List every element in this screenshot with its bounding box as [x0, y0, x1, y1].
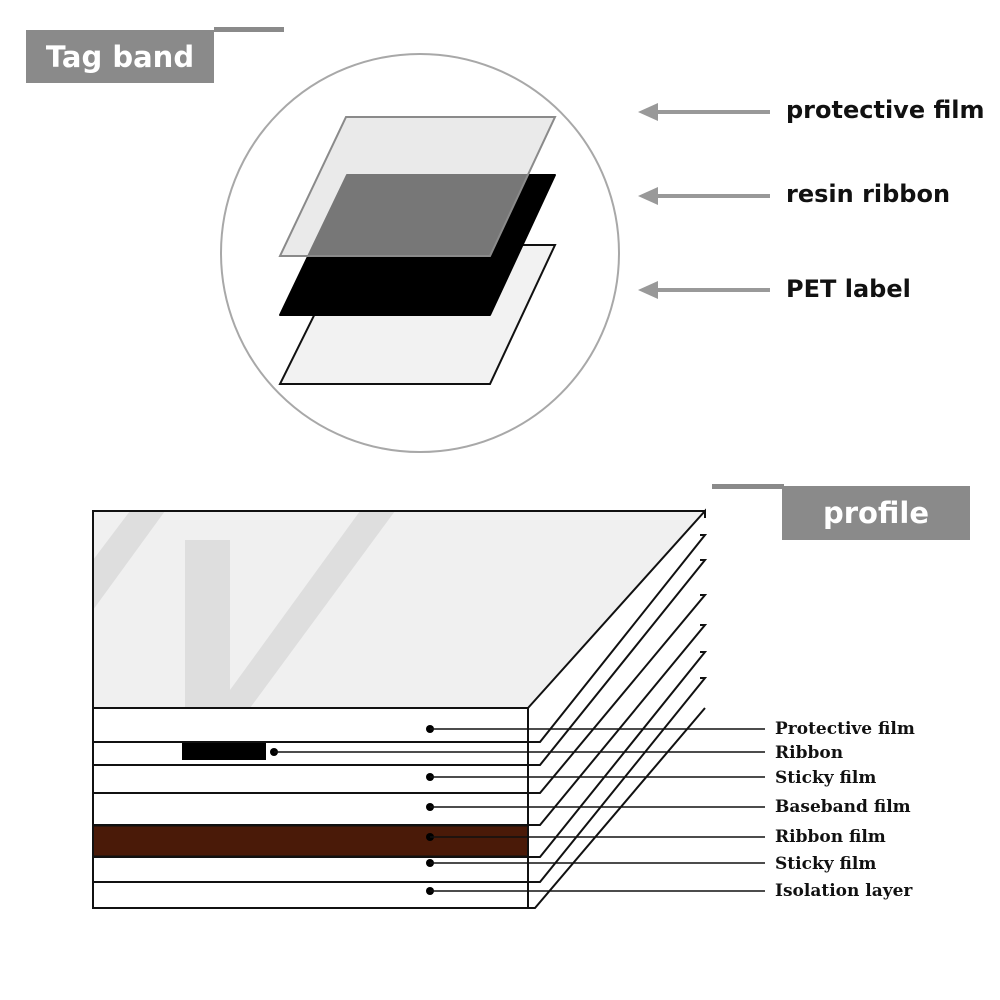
leader-isolation-layer	[426, 887, 765, 895]
label-layer-sticky-film-1: Sticky film	[775, 768, 877, 788]
stack-front-face	[92, 707, 529, 909]
label-layer-sticky-film-2: Sticky film	[775, 854, 877, 874]
label-layer-baseband-film: Baseband film	[775, 797, 911, 817]
label-layer-isolation-layer: Isolation layer	[775, 881, 913, 901]
label-pet-label: PET label	[786, 275, 911, 303]
watermark-shape	[93, 511, 395, 708]
stack-top-face	[93, 511, 705, 708]
label-layer-ribbon: Ribbon	[775, 743, 844, 763]
arrow-resin-ribbon	[638, 187, 770, 205]
leader-ribbon	[270, 748, 765, 756]
leader-protective-film	[426, 725, 765, 733]
leader-sticky-film-1	[426, 773, 765, 781]
protective-film-sheet	[278, 116, 557, 257]
arrow-pet-label	[638, 281, 770, 299]
profile-banner-strip	[712, 484, 784, 489]
stack-side-edges	[527, 508, 708, 909]
profile-title: profile	[782, 486, 970, 540]
leader-baseband-film	[426, 803, 765, 811]
label-layer-protective-film: Protective film	[775, 719, 915, 739]
leader-sticky-film-2	[426, 859, 765, 867]
stack-top-outline	[92, 510, 705, 708]
label-resin-ribbon: resin ribbon	[786, 180, 951, 208]
tag-band-banner-strip	[214, 27, 284, 32]
ribbon-film-band	[92, 825, 529, 857]
tag-band-title: Tag band	[26, 30, 214, 83]
ribbon-block	[182, 743, 266, 760]
arrow-protective-film	[638, 103, 770, 121]
label-layer-ribbon-film: Ribbon film	[775, 827, 886, 847]
leader-ribbon-film	[426, 833, 765, 841]
label-protective-film: protective film	[786, 96, 985, 124]
